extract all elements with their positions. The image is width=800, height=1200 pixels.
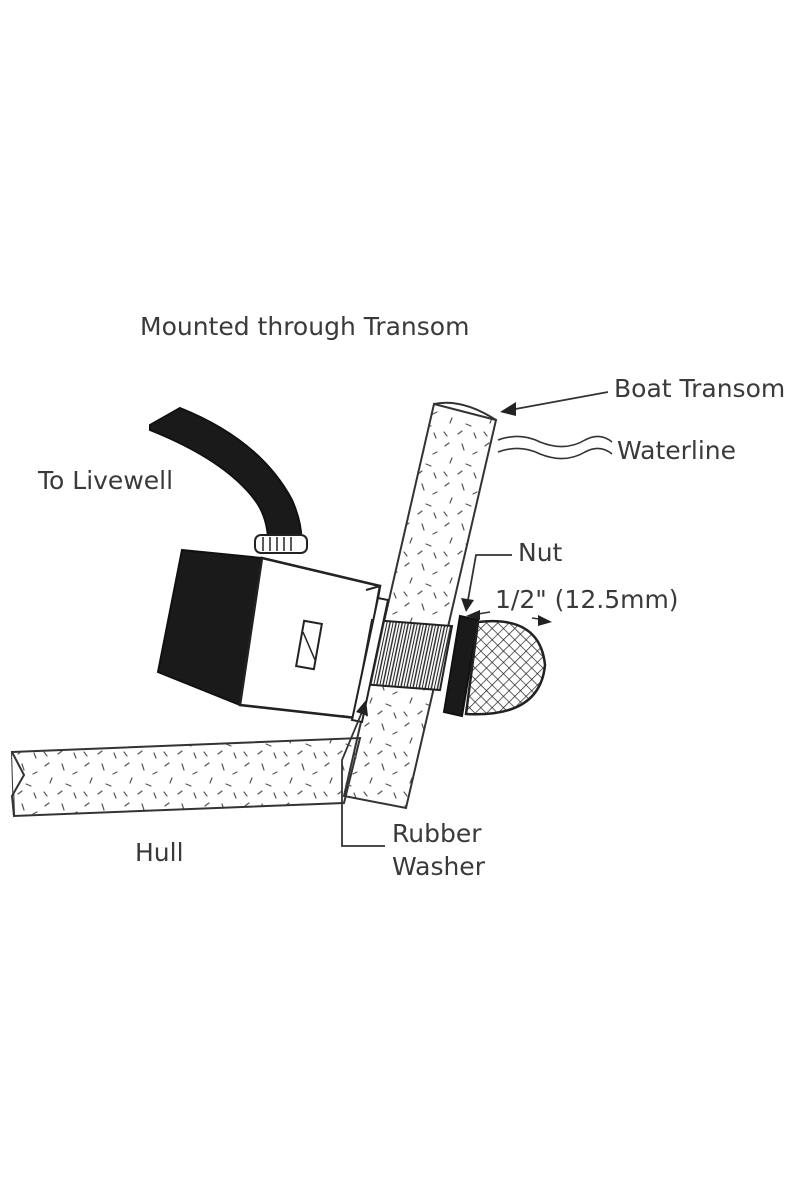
- dimension-label: 1/2" (12.5mm): [495, 585, 679, 614]
- boat-transom-label: Boat Transom: [614, 374, 786, 403]
- waterline-mark: [497, 435, 613, 460]
- dimension-arrows: [466, 610, 552, 626]
- rubber-washer-leader: [341, 700, 385, 847]
- to-livewell-label: To Livewell: [38, 466, 174, 495]
- waterline-label: Waterline: [617, 436, 737, 465]
- diagram-title: Mounted through Transom: [140, 312, 470, 341]
- rubber-label-line1: Rubber: [392, 819, 482, 848]
- nut-leader: [461, 554, 512, 612]
- rubber-washer: [350, 596, 390, 724]
- rubber-washer-label: Rubber Washer: [392, 818, 485, 883]
- hull-board: [10, 736, 362, 818]
- strainer-mesh: [464, 619, 547, 716]
- nut-label: Nut: [518, 538, 563, 567]
- boat-transom-leader: [500, 391, 609, 416]
- hose-clamp: [254, 534, 308, 554]
- washer-label-line2: Washer: [392, 851, 485, 881]
- pump-body: [156, 548, 382, 720]
- nut: [442, 614, 480, 718]
- hull-label: Hull: [135, 838, 184, 867]
